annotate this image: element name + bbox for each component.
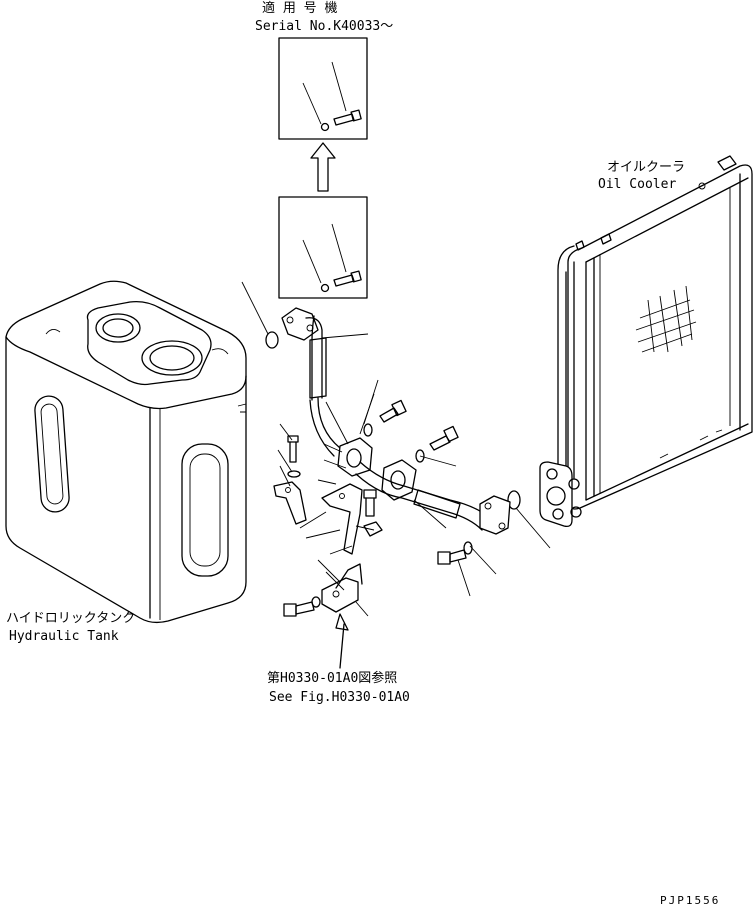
- serial-label-jp: 適 用 号 機: [262, 0, 337, 16]
- bolt-icon: [287, 435, 299, 463]
- bracket-left: [273, 481, 307, 525]
- reference-label-en: See Fig.H0330-01A0: [269, 690, 410, 705]
- cooler-core-grid: [635, 285, 697, 353]
- serial-label-en: Serial No.K40033～: [255, 19, 393, 34]
- washer-icon: [415, 449, 425, 463]
- drawing-code: PJP1556: [660, 894, 720, 906]
- pipe-clamp-right: [381, 459, 417, 501]
- washer-icon: [363, 423, 373, 437]
- washer-icon: [287, 470, 301, 478]
- leader-lines: [241, 281, 551, 617]
- cooler-label-jp: オイルクーラ: [607, 160, 685, 175]
- pipe-clamp-left: [337, 437, 373, 477]
- upper-pipe: [281, 307, 347, 457]
- tank-label-jp: ハイドロリックタンク: [6, 611, 135, 626]
- bolt-icon: [333, 270, 362, 287]
- washer-icon: [320, 283, 330, 293]
- bolt-icon: [283, 601, 315, 617]
- reference-arrow-icon: [335, 613, 349, 669]
- bolt-icon: [379, 399, 407, 423]
- bracket-lower: [321, 563, 363, 613]
- bolt-icon: [333, 109, 362, 126]
- arrow-up-icon: [310, 142, 336, 192]
- cooler-port-flange: [539, 461, 582, 528]
- bolt-icon: [437, 549, 467, 565]
- o-ring-icon: [265, 331, 279, 349]
- nut-icon: [363, 521, 383, 537]
- o-ring-icon: [507, 490, 521, 510]
- cooler-label-en: Oil Cooler: [598, 177, 676, 192]
- reference-label-jp: 第H0330-01A0図参照: [267, 670, 397, 686]
- hydraulic-tank: [5, 280, 247, 624]
- oil-cooler: [539, 155, 753, 528]
- washer-icon: [320, 122, 330, 132]
- inset-box-old: [278, 196, 368, 299]
- bolt-icon: [363, 489, 377, 517]
- bracket-center: [321, 483, 375, 555]
- bolt-icon: [429, 425, 459, 451]
- tank-label-en: Hydraulic Tank: [9, 629, 119, 644]
- lower-pipe: [355, 461, 511, 535]
- inset-box-new: [278, 37, 368, 140]
